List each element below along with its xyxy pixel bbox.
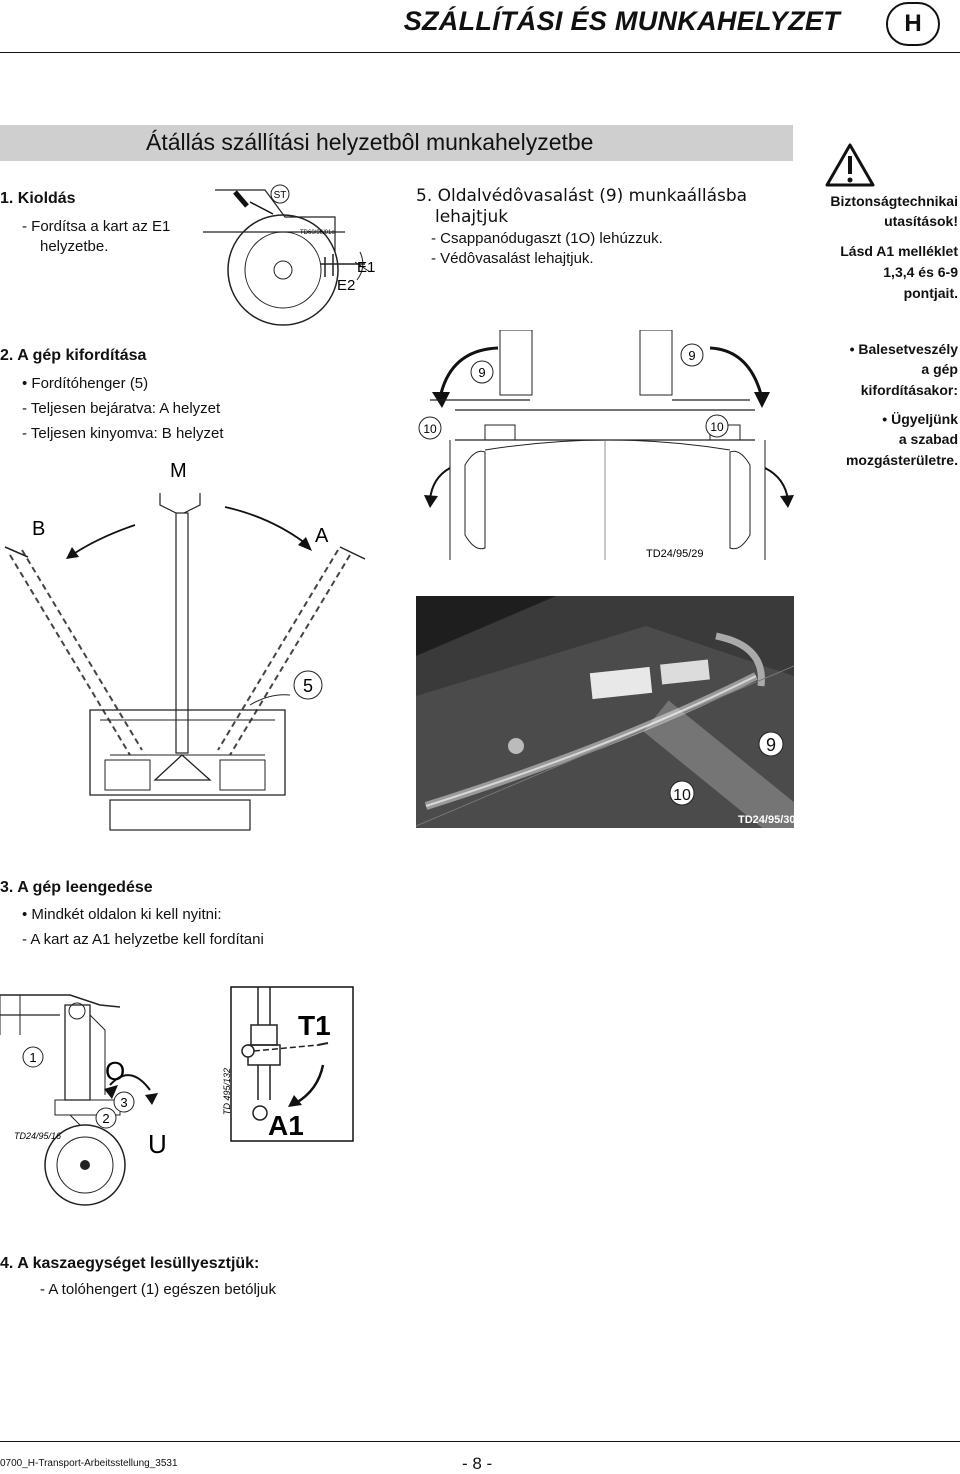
safety-line5: pontjait. [903, 285, 958, 301]
safety-bullet2c: mozgásterületre. [845, 452, 958, 468]
label-9-left: 9 [478, 365, 485, 380]
label-a: A [315, 525, 329, 547]
lower-label-2: 2 [102, 1111, 109, 1126]
section2-title: 2. A gép kifordítása [0, 347, 147, 364]
figure-side-guard: 9 9 10 10 TD24/95/29 [418, 330, 794, 560]
section1-line1: - Fordítsa a kart az E1 [22, 218, 171, 235]
label-a1: A1 [268, 1110, 304, 1141]
photo-label-10: 10 [673, 787, 691, 804]
chapter-badge: H [886, 2, 940, 46]
section3-bullet: • Mindkét oldalon ki kell nyitni: [22, 906, 222, 923]
st-label: ST [274, 190, 287, 201]
footer-file: 0700_H-Transport-Arbeitsstellung_3531 [0, 1458, 178, 1469]
section5-title1: 5. Oldalvédôvasalást (9) munkaállásba [416, 186, 748, 206]
photo-code: TD24/95/30 [738, 814, 794, 826]
lower-label-o: O [105, 1056, 125, 1086]
label-b: B [32, 518, 45, 540]
lower-label-u: U [148, 1129, 167, 1159]
fig-code: TD60/96/01e [300, 230, 335, 236]
label-m: M [170, 460, 187, 482]
section2-line2: - Teljesen kinyomva: B helyzet [22, 425, 224, 442]
safety-line4: 1,3,4 és 6-9 [883, 264, 958, 280]
guard-fig-code: TD24/95/29 [646, 548, 703, 560]
header-rule [0, 52, 960, 53]
safety-bullet2b: a szabad [898, 431, 958, 447]
section2-line1: - Teljesen bejáratva: A helyzet [22, 400, 221, 417]
footer-rule [0, 1441, 960, 1442]
lower-fig-code: TD24/95/16 [14, 1131, 61, 1141]
figure-release-lever: ST TD60/96/01e E1 E2 [203, 184, 375, 326]
section3-line1: - A kart az A1 helyzetbe kell fordítani [22, 931, 264, 948]
section5-line1: - Csappanódugaszt (1O) lehúzzuk. [431, 230, 663, 247]
warning-triangle-icon [825, 143, 875, 187]
photo-label-9: 9 [766, 735, 776, 755]
label-9-right: 9 [688, 348, 695, 363]
label-10-right: 10 [710, 420, 724, 434]
lower-label-3: 3 [120, 1095, 127, 1110]
safety-line2: utasítások! [884, 213, 958, 229]
safety-bullet2a: • Ügyeljünk [882, 411, 958, 427]
photo-side-guard: 9 10 TD24/95/30 [416, 596, 794, 828]
section3-title: 3. A gép leengedése [0, 879, 153, 896]
safety-bullet1b: a gép [921, 361, 958, 377]
safety-bullet1c: kifordításakor: [860, 382, 958, 398]
figure-lowering-wheel: 1 2 3 O U TD24/95/16 [0, 994, 167, 1206]
page-number: - 8 - [462, 1454, 493, 1473]
safety-bullet1a: • Balesetveszély [849, 341, 958, 357]
page-title: SZÁLLÍTÁSI ÉS MUNKAHELYZET [403, 6, 840, 36]
section4-line1: - A tolóhengert (1) egészen betóljuk [40, 1281, 276, 1298]
label-5: 5 [303, 676, 313, 696]
safety-line1: Biztonságtechnikai [830, 193, 958, 209]
figure-rotation-positions: M B A 5 [4, 460, 366, 831]
section4-title: 4. A kaszaegységet lesüllyesztjük: [0, 1255, 260, 1272]
section1-title: 1. Kioldás [0, 190, 76, 207]
e2-label: E2 [337, 277, 355, 294]
figure-lever-t1-a1: T1 A1 TD 495/132 [222, 986, 354, 1142]
safety-line3: Lásd A1 melléklet [840, 243, 958, 259]
lever-fig-code: TD 495/132 [222, 1068, 232, 1115]
section1-line2: helyzetbe. [40, 238, 109, 255]
banner-title: Átállás szállítási helyzetbôl munkahelyz… [146, 129, 594, 155]
label-10-left: 10 [423, 422, 437, 436]
section-banner [0, 125, 793, 161]
section5-title2: lehajtjuk [435, 207, 509, 227]
label-t1: T1 [298, 1010, 331, 1041]
section5-line2: - Védôvasalást lehajtjuk. [431, 250, 594, 267]
e1-label: E1 [357, 259, 375, 276]
section2-bullet: • Fordítóhenger (5) [22, 375, 149, 392]
lower-label-1: 1 [29, 1050, 36, 1065]
